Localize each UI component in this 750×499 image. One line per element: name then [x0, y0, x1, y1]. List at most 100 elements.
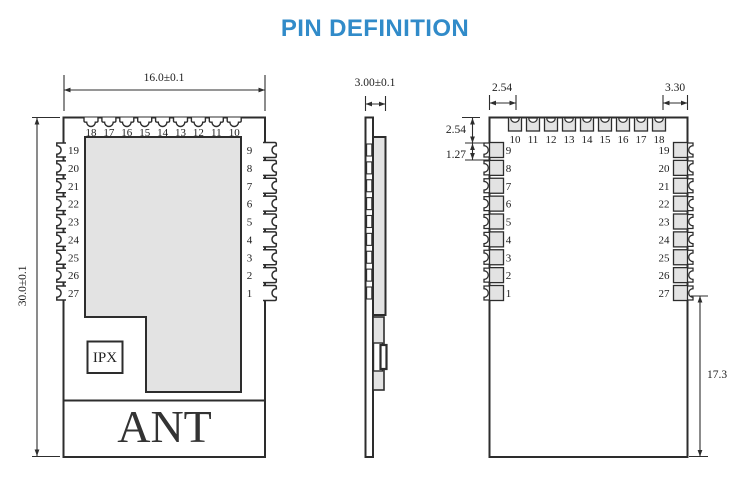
back-top-notch-10	[510, 117, 520, 123]
dimension-arrow	[470, 136, 475, 143]
front-shield-area	[84, 136, 242, 393]
back-left-pad-2	[488, 266, 505, 284]
front-left-pin-26: 26	[68, 270, 80, 282]
back-left-pad-1	[488, 284, 505, 302]
front-left-pin-19: 19	[68, 145, 80, 157]
front-right-pin-8: 8	[247, 163, 253, 175]
front-top-pin-18: 18	[86, 127, 98, 139]
front-left-notch-27	[56, 285, 66, 301]
front-top-notch-14	[154, 117, 171, 128]
back-right-pad-26	[672, 266, 689, 284]
page-title: PIN DEFINITION	[280, 15, 470, 42]
side-pad-20	[366, 161, 373, 175]
side-pad-26	[366, 268, 373, 282]
side-pad-21	[366, 179, 373, 193]
front-width-dimension: 16.0±0.1	[143, 72, 185, 84]
front-left-pin-21: 21	[68, 181, 79, 193]
back-right-pin-21: 21	[659, 181, 670, 193]
front-right-notch-4	[263, 231, 278, 248]
side-pad-24	[366, 232, 373, 246]
back-top-notch-14	[582, 117, 592, 123]
back-right-pin-25: 25	[659, 252, 671, 264]
back-top-pin-14: 14	[582, 134, 594, 146]
front-left-notch-25	[56, 249, 66, 265]
back-left-pad-8	[488, 159, 505, 177]
front-right-pin-9: 9	[247, 145, 253, 157]
front-top-pin-13: 13	[175, 127, 187, 139]
front-right-notch-3	[263, 249, 278, 266]
back-left-pin-7: 7	[506, 181, 512, 193]
front-right-notch-2	[263, 266, 278, 284]
front-right-pin-1: 1	[247, 288, 253, 300]
dimension-lines	[32, 75, 708, 458]
front-top-pin-16: 16	[121, 127, 133, 139]
front-left-notch-20	[56, 160, 66, 176]
front-left-notch-22	[56, 195, 66, 212]
front-right-pin-2: 2	[247, 270, 253, 282]
dimension-arrow	[681, 100, 688, 106]
back-right-pin-24: 24	[659, 234, 671, 246]
back-left-pad-9	[488, 141, 505, 159]
front-top-pin-17: 17	[103, 127, 115, 139]
back-right-pin-26: 26	[659, 270, 671, 282]
front-top-notch-11	[208, 117, 224, 128]
front-top-pin-10: 10	[229, 127, 241, 139]
side-pad-22	[366, 197, 373, 211]
back-top-notch-11	[528, 117, 538, 123]
back-top-pin-17: 17	[636, 134, 648, 146]
back-left-pin-8: 8	[506, 163, 512, 175]
back-top-notch-15	[600, 117, 610, 123]
back-body-outline	[488, 116, 689, 458]
front-left-notch-26	[56, 267, 66, 283]
dimension-arrow	[489, 100, 496, 106]
front-right-pin-3: 3	[247, 252, 253, 264]
back-right-pad-27	[672, 284, 689, 302]
side-shield-profile	[372, 136, 387, 316]
back-top-pin-16: 16	[618, 134, 630, 146]
dimension-arrow	[470, 153, 475, 160]
back-left-pin-1: 1	[506, 288, 512, 300]
dimension-arrow	[697, 296, 703, 303]
back-corner-dimension: 3.30	[664, 82, 686, 94]
back-left-pad-3	[488, 249, 505, 266]
ipx-connector-label: IPX	[92, 350, 118, 366]
back-right-pin-27: 27	[659, 288, 671, 300]
front-left-notch-23	[56, 213, 66, 230]
antenna-area-label: ANT	[117, 401, 212, 452]
dimension-arrow	[697, 450, 703, 457]
back-top-pin-12: 12	[546, 134, 557, 146]
front-left-pin-23: 23	[68, 217, 80, 229]
back-right-pin-23: 23	[659, 217, 671, 229]
back-left-pin-9: 9	[506, 145, 512, 157]
front-top-notch-15	[137, 117, 153, 128]
back-right-pin-19: 19	[659, 145, 671, 157]
back-right-pin-20: 20	[659, 163, 671, 175]
front-top-notch-12	[190, 117, 207, 128]
side-pad-27	[366, 286, 373, 300]
side-pad-25	[366, 250, 373, 264]
front-left-notch-19	[56, 142, 66, 158]
back-left-pad-7	[488, 177, 505, 194]
back-right-pad-25	[672, 249, 689, 266]
front-right-notch-6	[263, 195, 278, 212]
front-right-notch-9	[263, 141, 278, 159]
back-top-notch-17	[636, 117, 646, 123]
back-right-pad-19	[672, 141, 689, 159]
front-height-dimension: 30.0±0.1	[17, 265, 30, 307]
front-left-pin-27: 27	[68, 288, 80, 300]
front-left-notch-24	[56, 231, 66, 248]
front-left-pin-25: 25	[68, 252, 80, 264]
dimension-arrow	[470, 118, 475, 125]
front-left-notch-21	[56, 178, 66, 194]
front-right-pin-7: 7	[247, 181, 253, 193]
dimension-arrow	[34, 118, 40, 125]
back-left-pad-5	[488, 213, 505, 230]
dimension-arrow	[509, 100, 516, 106]
front-left-pin-22: 22	[68, 199, 79, 211]
